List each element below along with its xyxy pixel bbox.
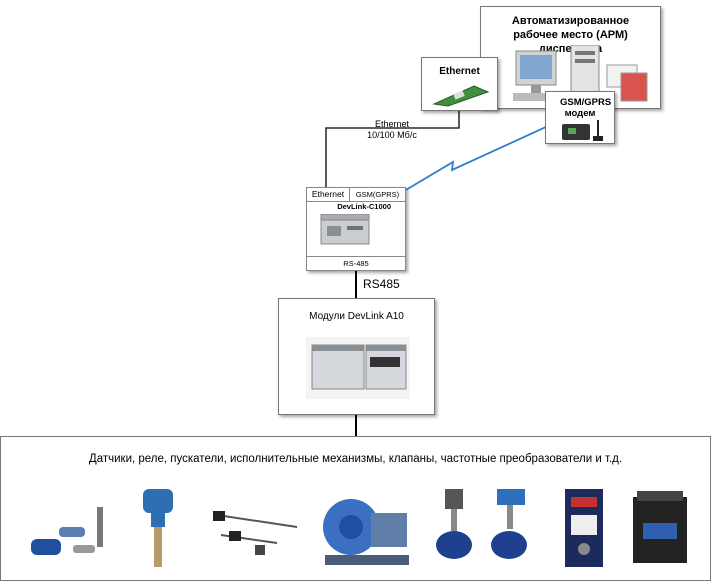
- contactor-image: [633, 491, 687, 563]
- ethernet-card-title: Ethernet: [439, 66, 480, 77]
- pressure-transmitter-image: [143, 489, 173, 567]
- port-rs485: RS-485: [307, 256, 405, 270]
- ethernet-link-label: Ethernet 10/100 Мб/с: [362, 119, 422, 141]
- ethernet-link-label-speed: 10/100 Мб/с: [367, 130, 417, 140]
- proximity-sensors-image: [31, 507, 103, 555]
- temperature-sensors-image: [213, 511, 298, 555]
- modules-box: Модули DevLink A10: [278, 298, 435, 415]
- ethernet-link-label-type: Ethernet: [374, 119, 410, 129]
- field-devices-title: Датчики, реле, пускатели, исполнительные…: [88, 453, 623, 465]
- workstation-image: [513, 45, 648, 102]
- port-ethernet: Ethernet: [307, 188, 350, 202]
- controller-name: DevLink-C1000: [337, 202, 391, 211]
- gsm-modem-box: GSM/GPRS модем: [545, 91, 615, 144]
- control-valves-image: [436, 489, 527, 559]
- modem-image: [562, 120, 603, 141]
- pump-image: [323, 499, 409, 565]
- controller-image: [320, 214, 370, 245]
- frequency-converter-image: [565, 489, 603, 567]
- network-card-image: [432, 85, 490, 107]
- modules-title: Модули DevLink A10: [309, 311, 404, 322]
- field-devices-box: Датчики, реле, пускатели, исполнительные…: [0, 436, 711, 581]
- ethernet-card-box: Ethernet: [421, 57, 498, 111]
- devlink-c1000-box: Ethernet GSM(GPRS) DevLink-C1000 RS-485: [306, 187, 406, 271]
- rs485-label: RS485: [363, 277, 400, 291]
- port-gsm: GSM(GPRS): [350, 188, 405, 202]
- modules-image: [306, 337, 410, 399]
- gsm-modem-title: GSM/GPRS модем: [560, 97, 612, 119]
- ethernet-cable: [325, 111, 460, 188]
- arm-box: Автоматизированное рабочее место (АРМ) д…: [480, 6, 661, 109]
- wireless-link: [393, 125, 549, 198]
